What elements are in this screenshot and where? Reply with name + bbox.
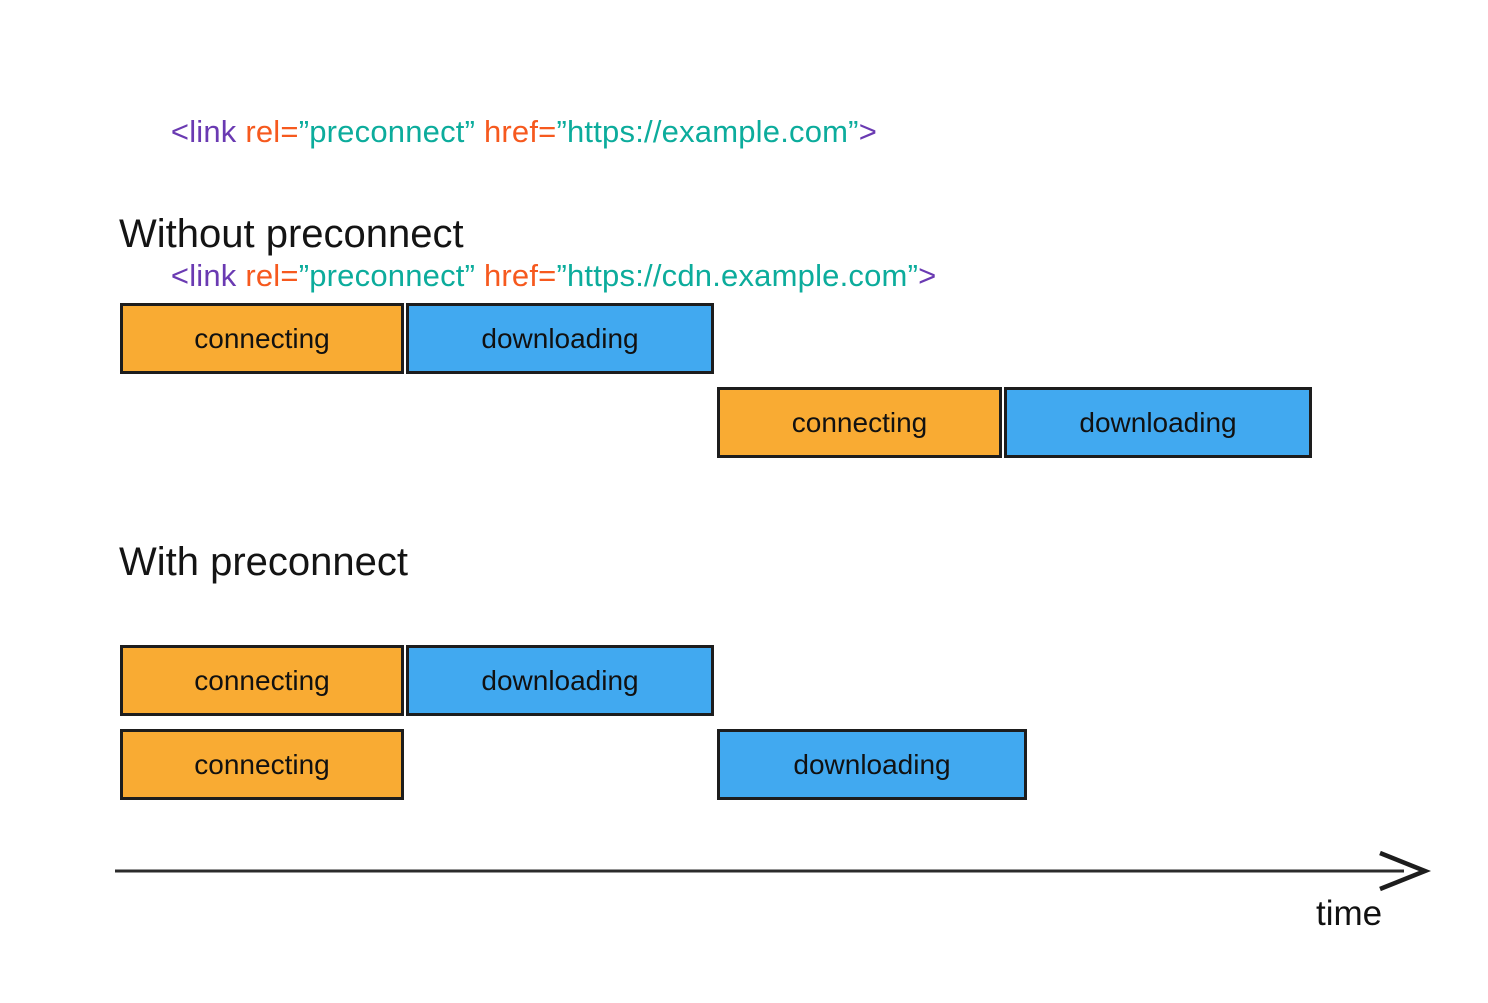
code-token-value: ”https://example.com” [556,114,859,149]
with-row2-connecting-bar: connecting [120,729,404,800]
with-row1-downloading-bar: downloading [406,645,714,716]
code-token-tag: > [858,114,878,149]
code-line-1: <link rel=”preconnect” href=”https://exa… [118,60,936,204]
code-snippet: <link rel=”preconnect” href=”https://exa… [118,60,936,348]
code-token-tag: <link [170,114,246,149]
time-axis-label: time [1316,894,1383,933]
section-title-without-preconnect: Without preconnect [119,212,464,256]
time-axis-arrow [115,850,1432,892]
without-row2-downloading-bar: downloading [1004,387,1312,458]
code-token-value: ”preconnect” [298,114,484,149]
code-token-attr: href= [483,114,557,149]
code-token-attr: rel= [245,114,299,149]
section-title-with-preconnect: With preconnect [119,540,409,584]
code-token-value: ”https://cdn.example.com” [556,258,919,293]
code-token-attr: href= [483,258,557,293]
without-row2-connecting-bar: connecting [717,387,1002,458]
without-row1-connecting-bar: connecting [120,303,404,374]
code-line-2: <link rel=”preconnect” href=”https://cdn… [118,204,936,348]
with-row2-downloading-bar: downloading [717,729,1027,800]
code-token-attr: rel= [245,258,299,293]
code-token-tag: > [918,258,937,293]
without-row1-downloading-bar: downloading [406,303,714,374]
code-token-value: ”preconnect” [298,258,484,293]
with-row1-connecting-bar: connecting [120,645,404,716]
code-token-tag: <link [170,258,246,293]
